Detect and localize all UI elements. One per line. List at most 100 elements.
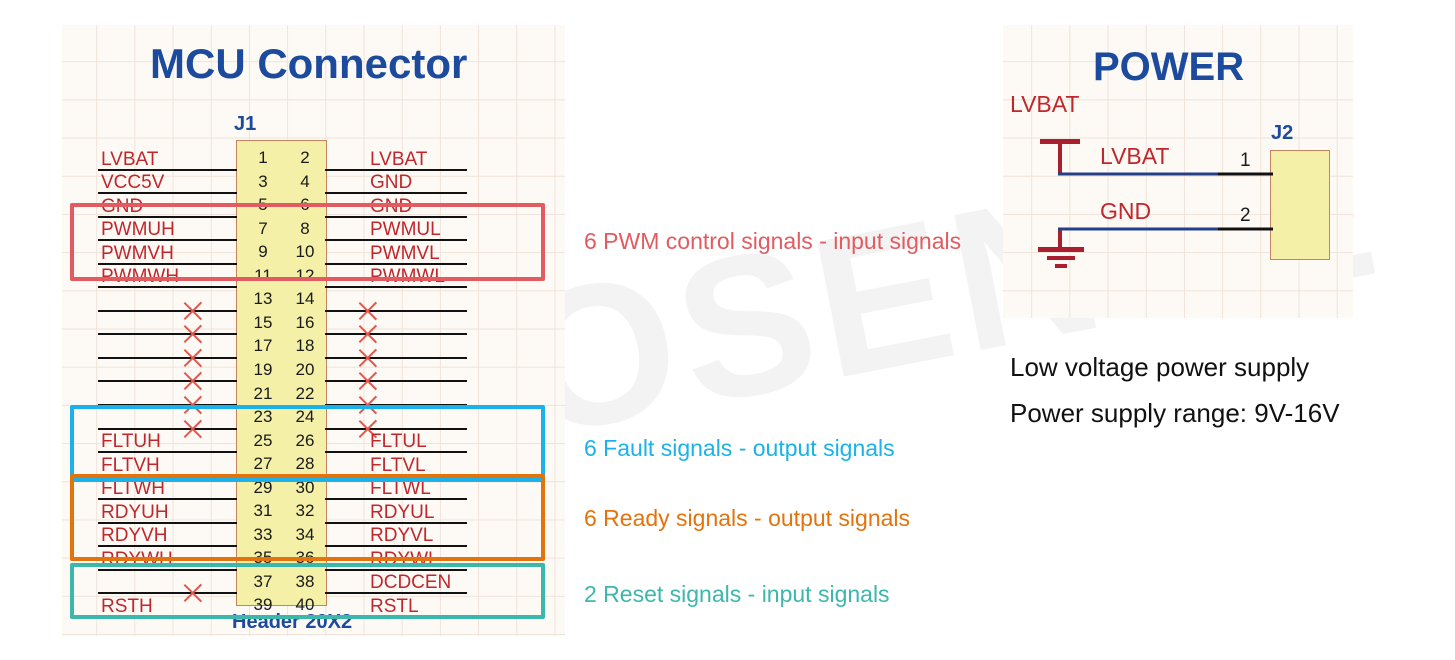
pin-wire-right <box>325 192 467 195</box>
pin-number-odd: 31 <box>253 501 273 521</box>
net-label-right: PWMWL <box>370 266 445 288</box>
pin-wire-left <box>98 356 237 359</box>
vcc-bar-icon <box>1040 139 1080 174</box>
power-wire-gnd-blue <box>1058 227 1273 231</box>
pin-number-even: 8 <box>300 218 310 238</box>
net-label-left: RSTH <box>101 595 153 617</box>
signal-group-box-ready <box>70 474 545 561</box>
power-note-line-2: Power supply range: 9V-16V <box>1010 398 1340 428</box>
net-label-right: PWMVL <box>370 242 440 264</box>
no-connect-x-icon <box>181 346 205 370</box>
net-label-left: FLTWH <box>101 478 166 500</box>
pin-number-even: 20 <box>295 359 315 379</box>
pin-number-odd: 23 <box>253 407 273 427</box>
pin-number-odd: 29 <box>253 477 273 497</box>
pin-number-even: 24 <box>295 407 315 427</box>
pin-wire-left <box>98 215 237 218</box>
net-label-left: FLTUH <box>101 431 161 453</box>
pin-number-even: 10 <box>295 242 315 262</box>
pin-number-odd: 9 <box>258 242 268 262</box>
signal-group-box-reset <box>70 563 545 619</box>
pin-wire-right <box>325 427 467 430</box>
net-label-right: FLTWL <box>370 478 431 500</box>
pin-number-even: 26 <box>295 430 315 450</box>
pin-wire-left <box>98 521 237 524</box>
signal-group-box-pwm <box>70 203 545 281</box>
pin-number-odd: 15 <box>253 312 273 332</box>
mcu-section-title: MCU Connector <box>150 40 468 87</box>
pin-wire-left <box>98 427 237 430</box>
pin-number-odd: 33 <box>253 524 273 544</box>
net-label-left: LVBAT <box>101 148 159 170</box>
power-net-label-gnd: GND <box>1100 198 1152 224</box>
pin-number-odd: 21 <box>253 383 273 403</box>
net-label-right: RDYVL <box>370 525 434 547</box>
net-label-left: RDYVH <box>101 525 168 547</box>
connector-j2-pin-1: 1 <box>1240 150 1251 171</box>
pin-wire-left <box>98 239 237 242</box>
connector-j1-body <box>236 140 327 606</box>
pin-number-odd: 17 <box>253 336 273 356</box>
net-label-right: RSTL <box>370 595 419 617</box>
pin-number-even: 18 <box>295 336 315 356</box>
pin-number-odd: 7 <box>258 218 268 238</box>
pin-number-even: 22 <box>295 383 315 403</box>
connector-j2-pin-2: 2 <box>1240 205 1251 226</box>
pin-wire-right <box>325 309 467 312</box>
pin-wire-left <box>98 168 237 171</box>
ground-icon <box>1038 228 1084 268</box>
pin-wire-left <box>98 451 237 454</box>
net-label-left: FLTVH <box>101 454 160 476</box>
pin-number-even: 28 <box>295 454 315 474</box>
pin-wire-left <box>98 192 237 195</box>
net-label-left: PWMWH <box>101 266 180 288</box>
power-note-line-1: Low voltage power supply <box>1010 352 1310 382</box>
pin-wire-left <box>98 333 237 336</box>
pin-wire-right <box>325 215 467 218</box>
pin-number-odd: 37 <box>253 571 273 591</box>
net-label-right: DCDCEN <box>370 572 452 594</box>
pin-wire-right <box>325 380 467 383</box>
pin-number-odd: 27 <box>253 454 273 474</box>
pin-wire-left <box>98 286 237 289</box>
pin-number-even: 40 <box>295 595 315 615</box>
net-label-right: PWMUL <box>370 219 441 241</box>
net-label-left: PWMUH <box>101 219 175 241</box>
pin-number-odd: 19 <box>253 359 273 379</box>
pin-wire-left <box>98 498 237 501</box>
signal-group-caption-ready: 6 Ready signals - output signals <box>584 505 911 531</box>
no-connect-x-icon <box>356 346 380 370</box>
pin-wire-right <box>325 545 467 548</box>
pin-number-odd: 13 <box>253 289 273 309</box>
pin-wire-right <box>325 451 467 454</box>
pin-wire-left <box>98 309 237 312</box>
net-label-right: GND <box>370 172 413 194</box>
pin-wire-right <box>325 498 467 501</box>
net-label-left: RDYUH <box>101 501 169 523</box>
no-connect-x-icon <box>181 299 205 323</box>
power-wire-lvbat-blue <box>1058 172 1273 176</box>
pin-number-even: 14 <box>295 289 315 309</box>
pin-wire-right <box>325 168 467 171</box>
pin-wire-left <box>98 568 237 571</box>
net-label-right: LVBAT <box>370 148 428 170</box>
signal-group-caption-fault: 6 Fault signals - output signals <box>584 435 895 461</box>
no-connect-x-icon <box>181 322 205 346</box>
power-wire-lvbat-black <box>1218 172 1273 176</box>
power-symbol-lvbat-label: LVBAT <box>1010 91 1080 117</box>
no-connect-x-icon <box>356 299 380 323</box>
pin-number-odd: 1 <box>258 148 268 167</box>
pin-wire-right <box>325 239 467 242</box>
no-connect-x-icon <box>181 369 205 393</box>
pin-number-even: 34 <box>295 524 315 544</box>
signal-group-caption-pwm: 6 PWM control signals - input signals <box>584 228 962 254</box>
no-connect-x-icon <box>356 369 380 393</box>
pin-wire-right <box>325 356 467 359</box>
pin-wire-left <box>98 380 237 383</box>
pin-number-odd: 3 <box>258 171 268 191</box>
pin-wire-left <box>98 262 237 265</box>
pin-number-even: 16 <box>295 312 315 332</box>
pin-number-odd: 39 <box>253 595 273 615</box>
pin-wire-right <box>325 592 467 595</box>
